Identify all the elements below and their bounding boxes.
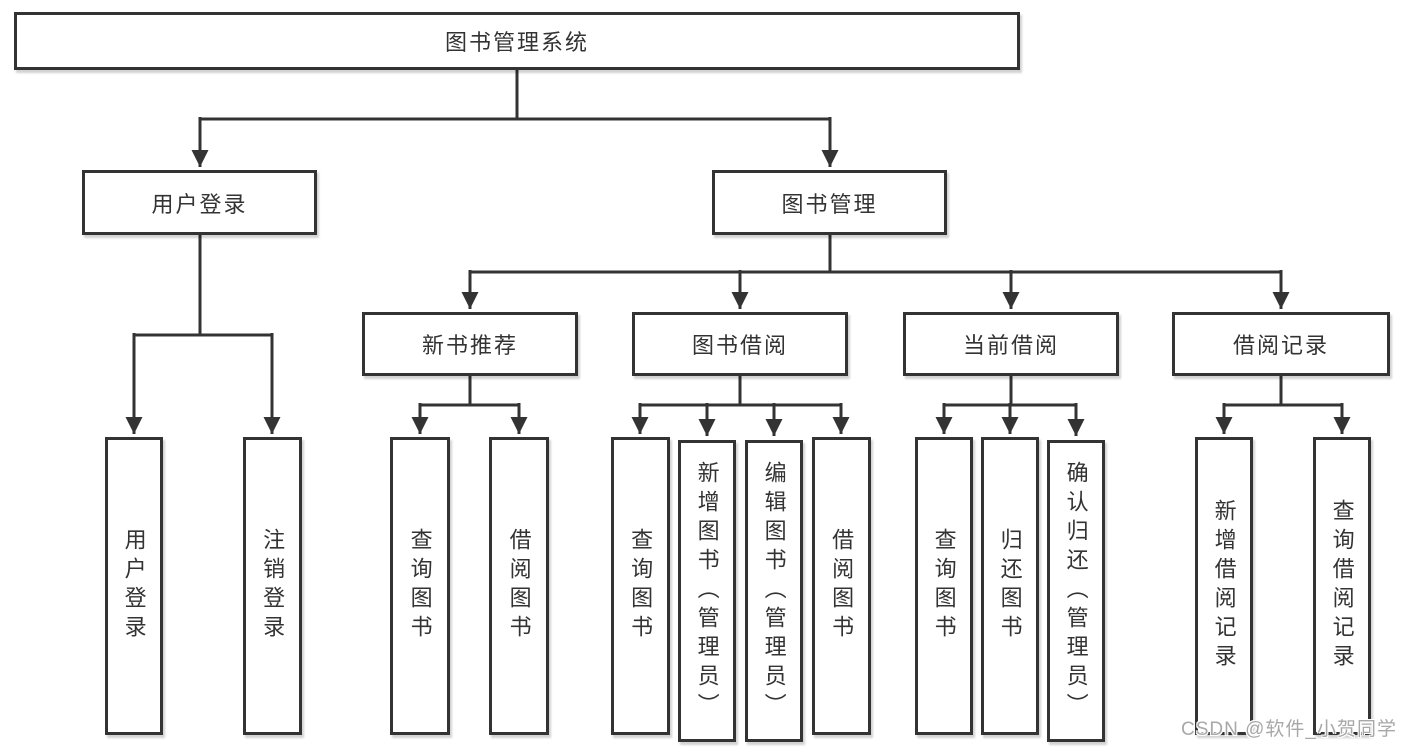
leaf-add-borrow-record: 新增借阅记录 — [1195, 437, 1253, 735]
leaf-query-book-2-label: 查询图书 — [628, 528, 654, 644]
node-borrow-records: 借阅记录 — [1172, 312, 1390, 376]
leaf-user-login: 用户登录 — [105, 437, 163, 735]
leaf-query-borrow-record-label: 查询借阅记录 — [1329, 499, 1355, 673]
leaf-return-book: 归还图书 — [981, 437, 1039, 735]
node-new-book-recommend: 新书推荐 — [362, 312, 578, 376]
node-book-management: 图书管理 — [712, 170, 947, 235]
leaf-query-book-3: 查询图书 — [915, 437, 973, 735]
leaf-edit-book-admin: 编辑图书（管理员） — [745, 440, 803, 742]
leaf-borrow-book-1-label: 借阅图书 — [506, 528, 532, 644]
node-book-borrow: 图书借阅 — [632, 312, 848, 376]
csdn-watermark: CSDN @软件_小贺同学 — [1181, 719, 1397, 740]
node-root-label: 图书管理系统 — [444, 30, 589, 55]
leaf-query-book-1: 查询图书 — [390, 437, 450, 735]
leaf-add-book-admin-label: 新增图书（管理员） — [694, 460, 720, 722]
leaf-add-book-admin: 新增图书（管理员） — [678, 440, 736, 742]
leaf-logout: 注销登录 — [243, 437, 302, 735]
connector-borrow-records-rail — [1224, 376, 1342, 407]
leaf-edit-book-admin-label: 编辑图书（管理员） — [761, 460, 787, 722]
leaf-user-login-label: 用户登录 — [121, 528, 147, 644]
leaf-logout-label: 注销登录 — [260, 528, 286, 644]
node-book-borrow-label: 图书借阅 — [691, 333, 788, 358]
connector-book-borrow-rail — [640, 376, 841, 407]
connector-current-borrow-rail — [944, 376, 1076, 407]
leaf-borrow-book-1: 借阅图书 — [489, 437, 549, 735]
leaf-query-book-2: 查询图书 — [611, 437, 670, 735]
node-book-management-label: 图书管理 — [781, 191, 878, 217]
leaf-confirm-return-admin: 确认归还（管理员） — [1047, 440, 1105, 742]
leaf-query-borrow-record: 查询借阅记录 — [1313, 437, 1371, 735]
leaf-borrow-book-2: 借阅图书 — [812, 437, 871, 735]
node-user-login: 用户登录 — [82, 170, 317, 235]
connector-login-rail — [134, 235, 272, 337]
connector-management-rail — [470, 235, 1281, 274]
connector-new-book-rail — [420, 376, 519, 407]
node-current-borrow: 当前借阅 — [903, 312, 1119, 376]
node-root: 图书管理系统 — [14, 12, 1020, 70]
node-current-borrow-label: 当前借阅 — [962, 333, 1059, 358]
leaf-query-book-3-label: 查询图书 — [931, 528, 957, 644]
connector-root-rail — [200, 70, 830, 121]
node-user-login-label: 用户登录 — [151, 191, 248, 217]
node-new-book-recommend-label: 新书推荐 — [421, 333, 518, 358]
leaf-return-book-label: 归还图书 — [997, 528, 1023, 644]
leaf-confirm-return-admin-label: 确认归还（管理员） — [1063, 460, 1089, 722]
leaf-query-book-1-label: 查询图书 — [407, 528, 433, 644]
leaf-borrow-book-2-label: 借阅图书 — [829, 528, 855, 644]
node-borrow-records-label: 借阅记录 — [1232, 333, 1329, 358]
leaf-add-borrow-record-label: 新增借阅记录 — [1211, 499, 1237, 673]
